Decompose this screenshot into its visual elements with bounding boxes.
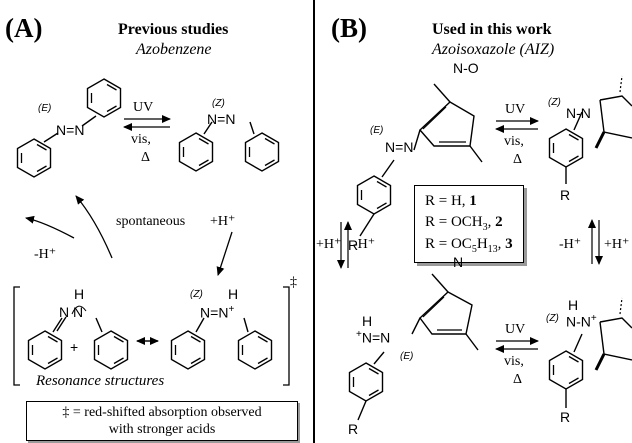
e-isomer-label-b: (E) (370, 125, 384, 136)
minus-h-label-b-left: -H⁺ (353, 237, 376, 252)
resonance-n-1: N N (59, 304, 84, 320)
panel-b-subtitle: Azoisoxazole (AIZ) (432, 41, 555, 58)
vis-label-b1: vis, (504, 134, 524, 149)
z-isomer-label-resonance: (Z) (190, 289, 203, 300)
resonance-plus-1: + (70, 339, 79, 355)
dagger-note-line2: with stronger acids (108, 422, 216, 438)
azo-n-a2: N=N (207, 111, 236, 127)
z-isomer-label-a: (Z) (212, 98, 225, 109)
r-substituent-1: R = H, 1 (425, 193, 477, 209)
panel-a-subtitle: Azobenzene (136, 41, 212, 58)
uv-label-a: UV (133, 100, 154, 115)
resonance-h-2: H (228, 286, 239, 302)
z-aiz-structure (548, 75, 632, 184)
protonated-e-aiz-structure (348, 273, 479, 421)
z-azobenzene-structure (178, 121, 280, 172)
r-group-b2: R (560, 187, 571, 203)
dagger-symbol: ‡ (290, 275, 297, 290)
e-azobenzene-structure (16, 78, 122, 178)
resonance-structure-1 (27, 305, 129, 370)
r-group-b1: R (348, 237, 359, 253)
resonance-bracket (13, 286, 290, 386)
minus-h-label-a: -H⁺ (34, 247, 57, 262)
equilibrium-arrows-a (123, 115, 171, 131)
panel-a-title: Previous studies (118, 21, 229, 38)
panel-a-letter: (A) (5, 13, 43, 43)
r-group-b4: R (560, 409, 571, 425)
vis-label-b2: vis, (504, 354, 524, 369)
protonation-arrows-b-right (588, 219, 603, 265)
spontaneous-label: spontaneous (116, 214, 186, 229)
r-substituent-3: R = OC5H13, 3 (425, 236, 513, 256)
uv-label-b1: UV (505, 102, 526, 117)
protonated-h-b1: H (362, 313, 373, 329)
resonance-h-1: H (74, 286, 85, 302)
plus-h-label-b-left: +H⁺ (316, 237, 342, 252)
z-isomer-label-b1: (Z) (548, 97, 561, 108)
panel-b-letter: (B) (331, 13, 367, 43)
uv-label-b2: UV (505, 322, 526, 337)
protonated-h-b2: H (568, 297, 579, 313)
isoxazole-n-b3: N (453, 254, 464, 270)
r-group-b3: R (348, 421, 359, 437)
azo-n-b1: N=N (385, 139, 414, 155)
e-isomer-label-b2: (E) (400, 351, 414, 362)
dagger-note-line1: ‡ = red-shifted absorption observed (62, 405, 262, 420)
protonated-n-b2: N-N+ (566, 313, 597, 330)
vis-label-a: vis, (131, 132, 151, 147)
delta-label-b1: Δ (513, 152, 523, 167)
equilibrium-arrows-b2 (495, 337, 539, 353)
dagger-note-box: ‡ = red-shifted absorption observed with… (26, 401, 298, 442)
isoxazole-n-b1: N-O (453, 60, 479, 76)
plus-h-label-b-right: +H⁺ (604, 237, 630, 252)
resonance-structure-2 (170, 317, 273, 370)
delta-label-b2: Δ (513, 372, 523, 387)
e-aiz-structure (356, 83, 483, 237)
resonance-structures-label: Resonance structures (36, 373, 165, 389)
protonation-arrows-a (25, 195, 233, 276)
panel-b-title: Used in this work (432, 21, 552, 38)
protonation-arrows-b-left (337, 221, 352, 269)
r-substituent-2: R = OCH3, 2 (425, 213, 503, 233)
plus-h-label-a: +H⁺ (210, 214, 236, 229)
z-isomer-label-b2: (Z) (546, 313, 559, 324)
azo-n-b2: N-N (566, 105, 591, 121)
delta-label-a: Δ (141, 150, 151, 165)
minus-h-label-b-right: -H⁺ (559, 237, 582, 252)
protonated-z-aiz-structure (548, 297, 632, 408)
azo-n-a1: N=N (56, 122, 85, 138)
r-substituent-box: R = H, 1 R = OCH3, 2 R = OC5H13, 3 (414, 185, 524, 264)
equilibrium-arrows-b1 (495, 117, 539, 133)
protonated-n-b1: +N=N (356, 329, 391, 346)
resonance-n-2: N=N+ (200, 304, 235, 321)
e-isomer-label-a: (E) (38, 103, 52, 114)
